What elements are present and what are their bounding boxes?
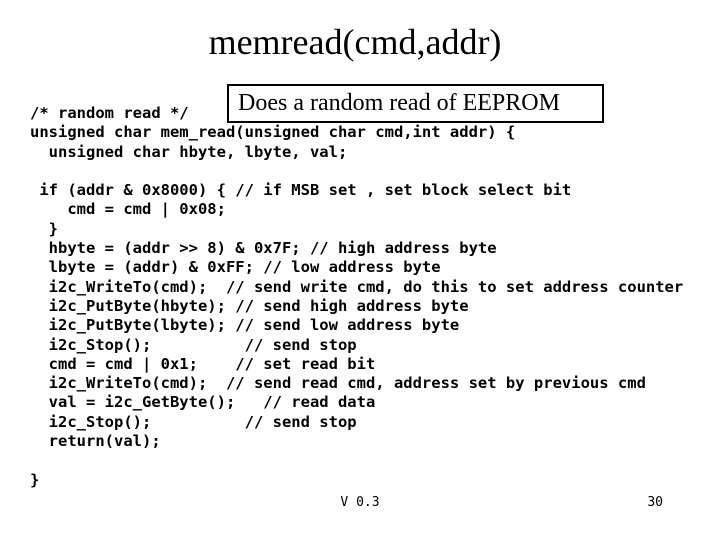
page-title: memread(cmd,addr) bbox=[208, 22, 502, 62]
code-block: /* random read */unsigned char mem_read(… bbox=[30, 104, 683, 490]
code-line: i2c_Stop(); // send stop bbox=[30, 335, 357, 354]
code-line: } bbox=[30, 470, 40, 489]
code-line bbox=[30, 162, 683, 181]
code-line: val = i2c_GetByte(); // read data bbox=[30, 393, 376, 412]
code-line: } bbox=[30, 219, 58, 238]
callout-text: Does a random read of EEPROM bbox=[238, 90, 560, 116]
footer-version: V 0.3 bbox=[340, 495, 380, 510]
code-line: lbyte = (addr) & 0xFF; // low address by… bbox=[30, 258, 441, 277]
code-line: i2c_PutByte(lbyte); // send low address … bbox=[30, 316, 460, 335]
code-line: i2c_WriteTo(cmd); // send write cmd, do … bbox=[30, 277, 684, 296]
footer-page-number: 30 bbox=[647, 495, 663, 510]
callout-box: Does a random read of EEPROM bbox=[227, 84, 604, 123]
code-line: unsigned char hbyte, lbyte, val; bbox=[30, 142, 348, 161]
code-line: cmd = cmd | 0x08; bbox=[30, 200, 226, 219]
code-line: cmd = cmd | 0x1; // set read bit bbox=[30, 354, 376, 373]
code-line: /* random read */ bbox=[30, 104, 189, 122]
code-line: return(val); bbox=[30, 432, 161, 451]
code-line: hbyte = (addr >> 8) & 0x7F; // high addr… bbox=[30, 239, 497, 258]
code-line: i2c_Stop(); // send stop bbox=[30, 412, 357, 431]
code-line: unsigned char mem_read(unsigned char cmd… bbox=[30, 123, 516, 142]
code-line: i2c_WriteTo(cmd); // send read cmd, addr… bbox=[30, 374, 646, 393]
code-line bbox=[30, 451, 683, 470]
code-line: if (addr & 0x8000) { // if MSB set , set… bbox=[30, 181, 572, 200]
code-line: i2c_PutByte(hbyte); // send high address… bbox=[30, 296, 469, 315]
